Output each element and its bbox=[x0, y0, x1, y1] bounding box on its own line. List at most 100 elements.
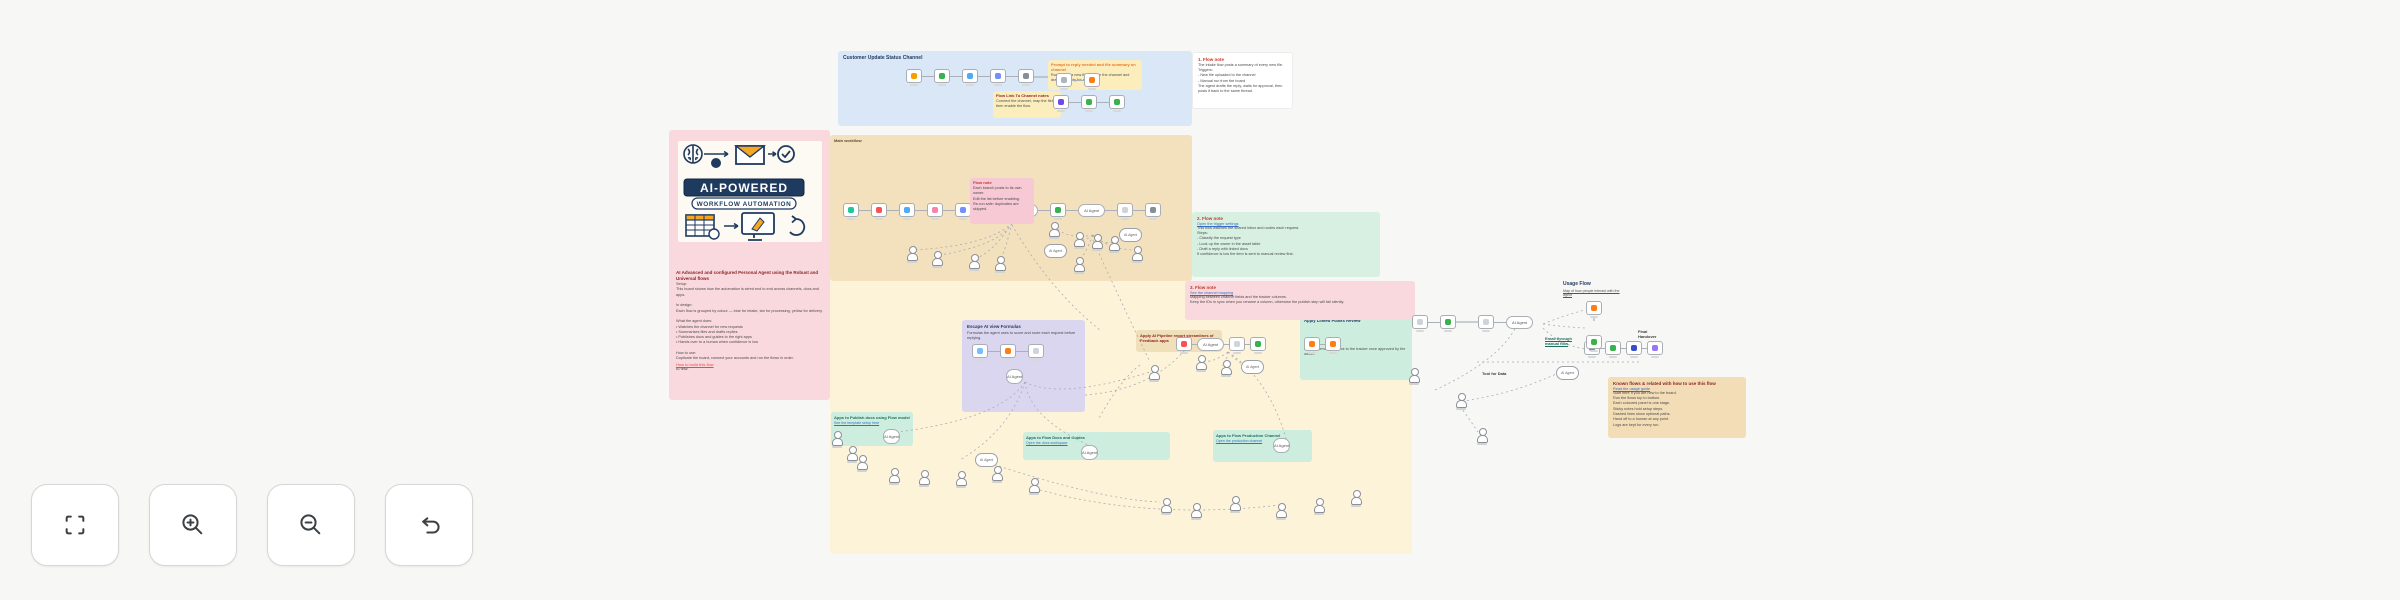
flow-node[interactable] bbox=[871, 203, 887, 220]
person-icon[interactable] bbox=[1148, 365, 1160, 382]
person-icon[interactable] bbox=[1350, 490, 1362, 507]
flow-node[interactable] bbox=[1586, 301, 1602, 318]
flow-node[interactable] bbox=[1647, 341, 1663, 358]
person-icon[interactable] bbox=[831, 431, 843, 448]
flow-node[interactable] bbox=[1412, 315, 1428, 332]
person-icon[interactable] bbox=[1195, 355, 1207, 372]
mint-note-link[interactable]: Open the production channel bbox=[1216, 439, 1263, 443]
flow-node[interactable] bbox=[1176, 337, 1192, 354]
person-icon[interactable] bbox=[1313, 498, 1325, 515]
pink-note-link[interactable]: See the channel mapping bbox=[1190, 290, 1234, 295]
logo-card[interactable]: AI-POWERED WORKFLOW AUTOMATION bbox=[678, 141, 822, 242]
flow-node[interactable] bbox=[843, 203, 859, 220]
agent-cloud[interactable]: AI Agent bbox=[1556, 366, 1580, 380]
flow-node[interactable] bbox=[972, 344, 988, 361]
flow-node[interactable] bbox=[1050, 203, 1067, 220]
zoom-in-button[interactable] bbox=[149, 484, 237, 566]
person-icon[interactable] bbox=[991, 466, 1003, 483]
flow-node[interactable] bbox=[934, 69, 950, 86]
flow-node[interactable] bbox=[1018, 69, 1034, 86]
sticky-note-link[interactable]: Flow Link To Channel notes Connect the c… bbox=[993, 91, 1061, 118]
flow-node[interactable] bbox=[1605, 341, 1621, 358]
mint-note-1[interactable]: Apps to Publish docs using Flow model Se… bbox=[831, 412, 913, 446]
flow-node[interactable] bbox=[1586, 335, 1602, 352]
person-icon[interactable] bbox=[1091, 234, 1103, 251]
person-icon[interactable] bbox=[1160, 498, 1172, 515]
flow-node[interactable] bbox=[990, 69, 1006, 86]
person-icon[interactable] bbox=[1220, 360, 1232, 377]
panel-white-note[interactable]: 1. Flow note The intake flow posts a sum… bbox=[1192, 52, 1293, 109]
flow-node[interactable] bbox=[1056, 73, 1072, 90]
agent-pill[interactable]: AI Agent bbox=[883, 429, 901, 444]
fullscreen-button[interactable] bbox=[31, 484, 119, 566]
flow-node[interactable] bbox=[906, 69, 922, 86]
person-icon[interactable] bbox=[918, 470, 930, 487]
person-icon[interactable] bbox=[906, 246, 918, 263]
flow-node[interactable] bbox=[1250, 337, 1267, 354]
person-icon[interactable] bbox=[856, 455, 868, 472]
flow-node[interactable] bbox=[1109, 95, 1125, 112]
flow-node[interactable] bbox=[1053, 95, 1069, 112]
person-icon[interactable] bbox=[994, 256, 1006, 273]
agent-pill[interactable]: AI Agent bbox=[1197, 337, 1225, 351]
panel-lavender[interactable]: Escape AI view Formulas Formulas the age… bbox=[962, 320, 1085, 412]
panel-green-note[interactable]: 2. Flow note Open the trigger settings T… bbox=[1192, 212, 1380, 277]
person-icon[interactable] bbox=[1028, 478, 1040, 495]
flow-node[interactable] bbox=[1440, 315, 1456, 332]
flow-node[interactable] bbox=[1145, 203, 1162, 220]
email-manual-label[interactable]: Email through manual flow bbox=[1545, 336, 1572, 346]
agent-cloud[interactable]: AI Agent bbox=[1044, 244, 1068, 258]
flow-node[interactable] bbox=[1626, 341, 1642, 358]
mint-note-link[interactable]: See the template setup here bbox=[834, 421, 880, 425]
mint-note-3[interactable]: Apps to Flow Production Channel Open the… bbox=[1213, 430, 1312, 462]
flow-node[interactable] bbox=[1325, 337, 1341, 354]
orange-note-link[interactable]: Read the usage guide bbox=[1613, 386, 1651, 391]
pink-doc-link[interactable]: How to build this flow bbox=[676, 362, 714, 367]
panel-orange-note[interactable]: Known flows & related with how to use th… bbox=[1608, 377, 1746, 438]
person-icon[interactable] bbox=[846, 446, 858, 463]
person-icon[interactable] bbox=[968, 254, 980, 271]
flow-node[interactable] bbox=[1000, 344, 1016, 361]
flow-node[interactable] bbox=[962, 69, 978, 86]
flow-node[interactable] bbox=[1229, 337, 1246, 354]
person-icon[interactable] bbox=[1190, 503, 1202, 520]
person-icon[interactable] bbox=[1131, 246, 1143, 263]
person-icon[interactable] bbox=[1408, 368, 1420, 385]
person-icon[interactable] bbox=[1476, 428, 1488, 445]
flow-node[interactable] bbox=[1117, 203, 1134, 220]
mint-note-link[interactable]: Open the docs workspace bbox=[1026, 441, 1068, 445]
agent-cloud[interactable]: AI Agent bbox=[975, 453, 999, 467]
agent-cloud[interactable]: AI Agent bbox=[1119, 228, 1143, 242]
person-icon[interactable] bbox=[1073, 257, 1085, 274]
agent-pill[interactable]: AI Agent bbox=[1078, 203, 1106, 217]
sticky-note-flow[interactable]: Flow note Each branch posts to its own o… bbox=[970, 178, 1034, 224]
person-icon[interactable] bbox=[955, 471, 967, 488]
person-icon[interactable] bbox=[931, 251, 943, 268]
person-icon[interactable] bbox=[1048, 222, 1060, 239]
flow-node[interactable] bbox=[1084, 73, 1100, 90]
flow-node[interactable] bbox=[1478, 315, 1494, 332]
flow-node[interactable] bbox=[955, 203, 971, 220]
agent-pill[interactable]: AI Agent bbox=[1081, 445, 1099, 460]
person-icon[interactable] bbox=[1455, 393, 1467, 410]
agent-cloud[interactable]: AI Agent bbox=[1241, 360, 1265, 374]
agent-pill[interactable]: AI Agent bbox=[1506, 315, 1534, 329]
agent-pill[interactable]: AI Agent bbox=[1273, 438, 1291, 453]
flow-node[interactable] bbox=[899, 203, 915, 220]
green-note-link[interactable]: Open the trigger settings bbox=[1197, 221, 1239, 226]
agent-pill[interactable]: AI Agent bbox=[1006, 369, 1024, 384]
undo-button[interactable] bbox=[385, 484, 473, 566]
flow-node[interactable] bbox=[1081, 95, 1097, 112]
flow-node[interactable] bbox=[927, 203, 943, 220]
flow-node[interactable] bbox=[1028, 344, 1044, 361]
person-icon[interactable] bbox=[888, 468, 900, 485]
mint-note-2[interactable]: Apps to Flow Docs and Guides Open the do… bbox=[1023, 432, 1170, 460]
panel-pink-note[interactable]: 3. Flow note See the channel mapping Map… bbox=[1185, 281, 1415, 320]
zoom-out-button[interactable] bbox=[267, 484, 355, 566]
person-icon[interactable] bbox=[1073, 232, 1085, 249]
person-icon[interactable] bbox=[1229, 496, 1241, 513]
flow-node[interactable] bbox=[1304, 337, 1320, 354]
person-icon[interactable] bbox=[1108, 236, 1120, 253]
person-icon[interactable] bbox=[1275, 503, 1287, 520]
